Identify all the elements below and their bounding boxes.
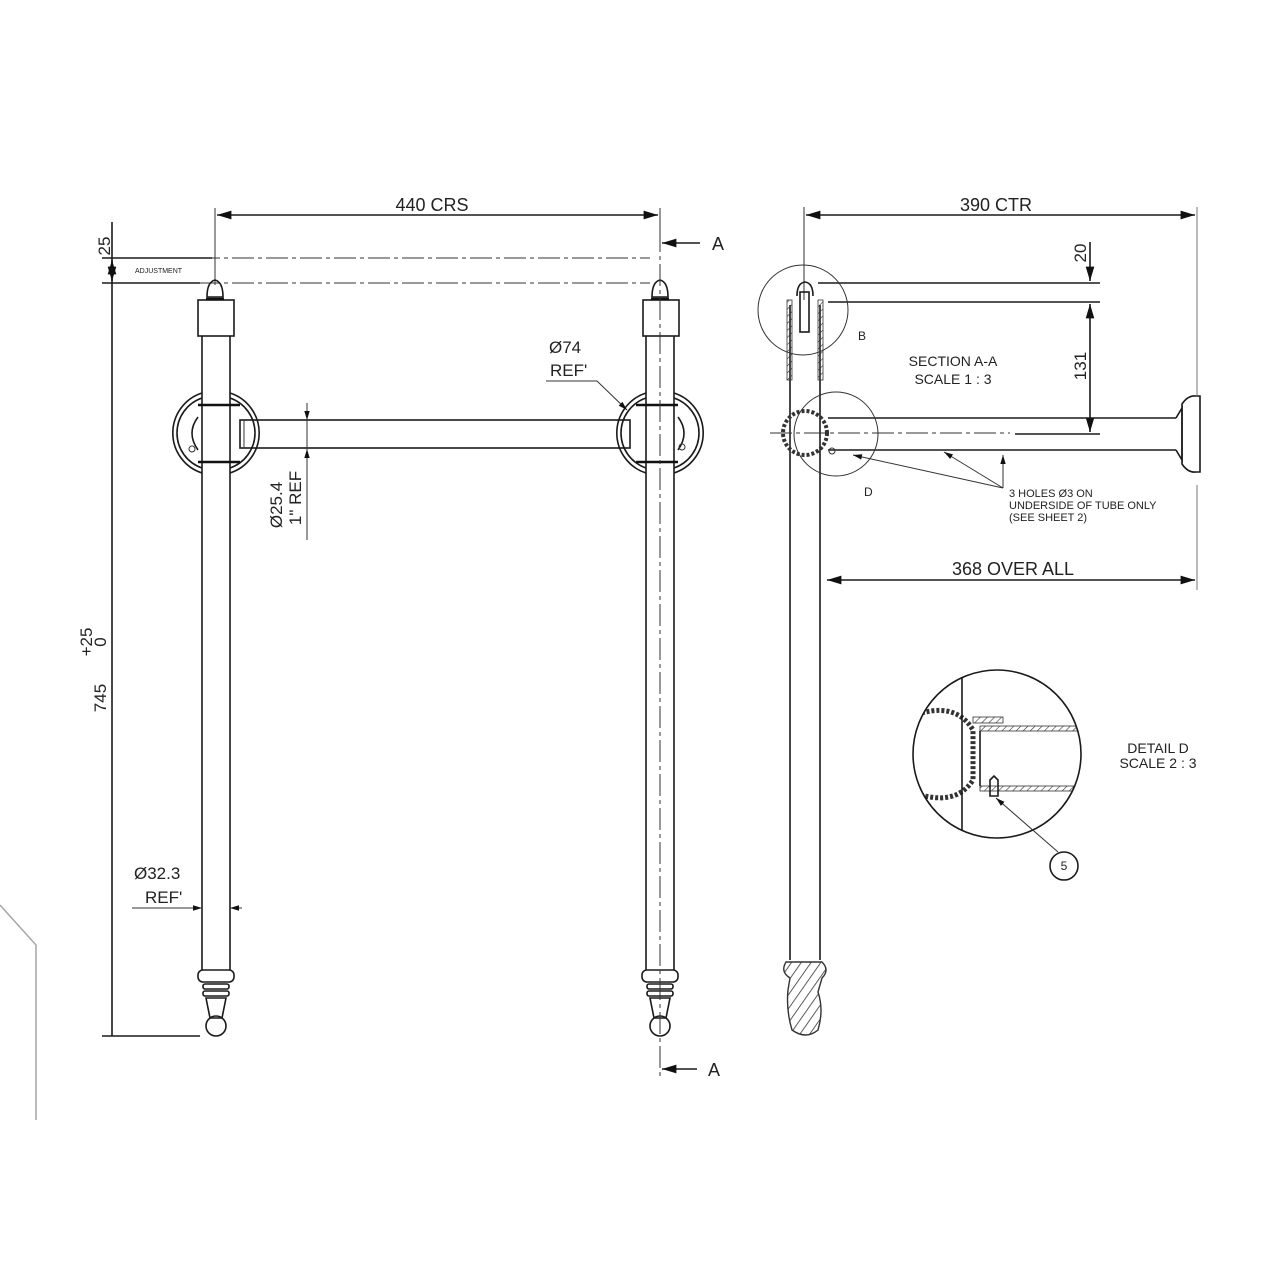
section-label-a-top: A xyxy=(712,234,724,254)
callout-dia-32-3: Ø32.3 REF' xyxy=(132,864,242,911)
detail-d-scale: SCALE 2 : 3 xyxy=(1119,755,1196,771)
note-line-3: (SEE SHEET 2) xyxy=(1009,512,1087,524)
dia-25-4-text: Ø25.4 xyxy=(267,482,286,528)
dim-25-text: 25 xyxy=(95,237,114,256)
detail-circle-b xyxy=(757,264,849,356)
dim-440-crs: 440 CRS xyxy=(214,195,661,285)
adjustment-label: ADJUSTMENT xyxy=(135,268,183,275)
detail-circle-d xyxy=(793,391,879,477)
dia-74-ref: REF' xyxy=(550,361,587,380)
dim-20-text: 20 xyxy=(1071,244,1090,263)
detail-b-label: B xyxy=(858,329,866,343)
dia-32-3-text: Ø32.3 xyxy=(134,864,180,883)
dim-368-overall: 368 OVER ALL xyxy=(827,559,1195,585)
detail-d-title: DETAIL D xyxy=(1127,740,1188,756)
horizontal-rail xyxy=(239,419,631,449)
section-scale: SCALE 1 : 3 xyxy=(914,371,991,387)
front-view: 440 CRS ADJUSTMENT 25 745 +25 0 xyxy=(77,195,724,1080)
dim-tol-minus: 0 xyxy=(91,637,110,646)
dim-745-text: 745 xyxy=(91,684,110,712)
section-view: 390 CTR 20 131 B SECTION A-A SCALE 1 : xyxy=(757,195,1201,1036)
detail-d-view: 5 DETAIL D SCALE 2 : 3 xyxy=(912,669,1197,881)
dim-tol-plus: +25 xyxy=(77,628,96,657)
holes-note: 3 HOLES Ø3 ON UNDERSIDE OF TUBE ONLY (SE… xyxy=(852,451,1157,524)
section-title: SECTION A-A xyxy=(909,353,998,369)
dim-131-text: 131 xyxy=(1071,352,1090,380)
dia-74-text: Ø74 xyxy=(549,338,581,357)
section-arrow-bottom: A xyxy=(662,1060,720,1080)
dia-25-4-ref: 1" REF xyxy=(286,471,305,525)
note-line-1: 3 HOLES Ø3 ON xyxy=(1009,488,1093,500)
section-leg xyxy=(783,281,827,1036)
dim-390-ctr: 390 CTR xyxy=(803,195,1198,590)
note-line-2: UNDERSIDE OF TUBE ONLY xyxy=(1009,500,1157,512)
callout-dia-74: Ø74 REF' xyxy=(546,338,628,411)
balloon-5 xyxy=(1049,851,1079,881)
dim-440-text: 440 CRS xyxy=(395,195,468,215)
balloon-5-text: 5 xyxy=(1061,859,1068,873)
sheet-border-fragment xyxy=(0,904,37,1120)
dim-vertical-left: 25 745 +25 0 xyxy=(77,222,200,1037)
section-arm xyxy=(770,395,1201,473)
detail-d-label: D xyxy=(864,485,873,499)
dim-20-131: 20 131 xyxy=(818,242,1100,435)
section-label-a-bottom: A xyxy=(708,1060,720,1080)
callout-dia-25-4: Ø25.4 1" REF xyxy=(267,403,310,540)
right-leg xyxy=(616,230,704,1080)
left-leg xyxy=(172,279,260,1037)
section-arrow-top: A xyxy=(662,234,724,254)
dim-390-text: 390 CTR xyxy=(960,195,1032,215)
dia-32-3-ref: REF' xyxy=(145,888,182,907)
dim-368-text: 368 OVER ALL xyxy=(952,559,1074,579)
